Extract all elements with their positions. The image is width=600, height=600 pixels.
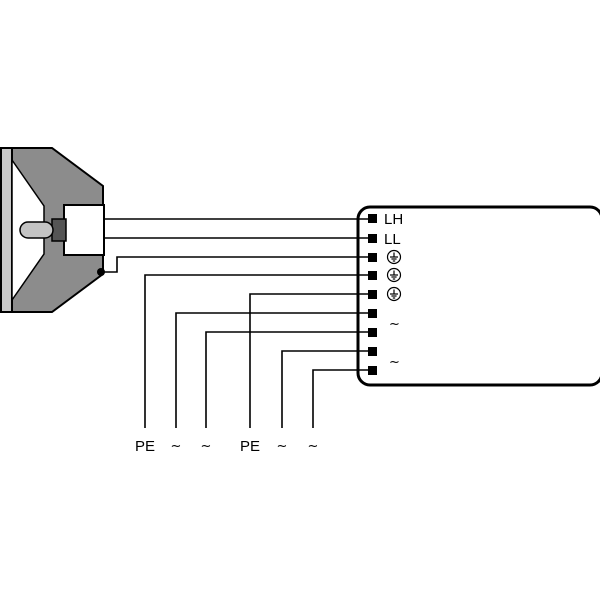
terminal-ac-1a: [368, 309, 377, 318]
protective-earth-icon: [386, 249, 402, 265]
terminal-ac-2a: [368, 347, 377, 356]
terminal-label-lh: LH: [384, 211, 403, 228]
protective-earth-icon: [386, 267, 402, 283]
protective-earth-icon: [386, 286, 402, 302]
terminal-earth-1: [368, 253, 377, 262]
bottom-label-pe-1: PE: [135, 438, 155, 455]
bottom-label-ac-2: ~: [201, 439, 212, 454]
ballast-box: [356, 205, 600, 387]
supply-wires: [144, 274, 368, 428]
terminal-block: [368, 214, 377, 375]
terminal-ac-1b: [368, 328, 377, 337]
terminal-label-ac-1: ~: [389, 317, 400, 332]
bottom-label-ac-1: ~: [171, 439, 182, 454]
bottom-label-ac-3: ~: [277, 439, 288, 454]
lamp-reflector-icon: [0, 147, 105, 313]
terminal-earth-2: [368, 271, 377, 280]
terminal-label-ac-2: ~: [389, 355, 400, 370]
terminal-ac-2b: [368, 366, 377, 375]
terminal-lh: [368, 214, 377, 223]
bottom-label-pe-2: PE: [240, 438, 260, 455]
terminal-ll: [368, 234, 377, 243]
terminal-label-ll: LL: [384, 231, 401, 248]
lamp-wires: [97, 218, 368, 276]
terminal-earth-3: [368, 290, 377, 299]
bottom-label-ac-4: ~: [308, 439, 319, 454]
